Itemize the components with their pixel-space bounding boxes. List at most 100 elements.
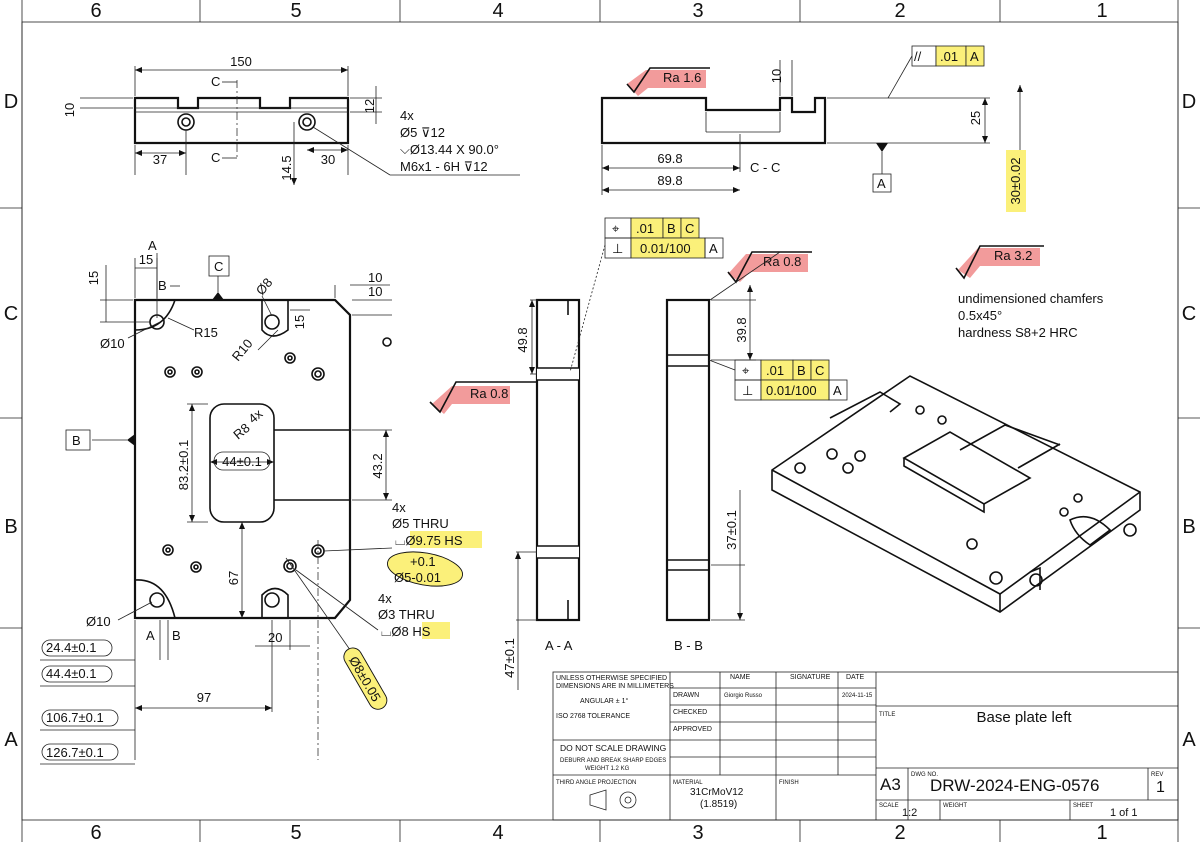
hole-note: ⌴Ø9.75 HS xyxy=(395,533,463,548)
section-b-b: 39.8 37±0.1 B - B Ra 0.8 ⌖ .01 B C ⊥ 0.0… xyxy=(665,251,848,653)
zone-col: 2 xyxy=(894,822,905,842)
zone-row: B xyxy=(1182,516,1195,538)
tb-text: ANGULAR ± 1° xyxy=(580,697,628,705)
tb-do-not-scale: DO NOT SCALE DRAWING xyxy=(560,743,666,753)
hole-note: Ø5 THRU xyxy=(392,516,449,531)
dim-label: 15 xyxy=(292,315,307,329)
zone-row: A xyxy=(4,729,18,751)
tb-head: SHEET xyxy=(1073,803,1093,809)
hole-note: ⌴Ø8 HS xyxy=(381,624,431,639)
tb-head: DATE xyxy=(846,674,864,681)
top-view: 150 10 12 37 30 14.5 C C 4x Ø5 ⊽12 ⌵Ø13.… xyxy=(62,54,520,185)
dim-label: 69.8 xyxy=(657,151,682,166)
tb-row: CHECKED xyxy=(673,709,707,716)
dim-label: 44±0.1 xyxy=(222,454,262,469)
zone-labels: 6 5 4 3 2 1 6 5 4 3 2 1 D C B A D C B A xyxy=(4,0,1197,842)
zone-col: 3 xyxy=(692,822,703,842)
zone-col: 4 xyxy=(492,822,503,842)
dim-label: Ø10 xyxy=(100,336,125,351)
section-a-a: 49.8 47±0.1 A - A Ra 0.8 ⌖ .01 B C ⊥ 0.0… xyxy=(429,217,724,690)
dim-label: 37 xyxy=(153,152,167,167)
tb-row: DRAWN xyxy=(673,692,699,699)
zone-row: D xyxy=(1182,91,1196,113)
hole-callout: ⌵Ø13.44 X 90.0° xyxy=(400,142,499,157)
section-mark: C xyxy=(211,150,220,165)
fcf-datum: B xyxy=(797,363,806,378)
zone-row: C xyxy=(1182,303,1196,325)
zone-col: 1 xyxy=(1096,0,1107,22)
fcf-datum: B xyxy=(667,221,676,236)
ordinate-dim: 126.7±0.1 xyxy=(46,745,104,760)
slot-note: 4x xyxy=(245,406,266,427)
tb-text: WEIGHT 1.2 KG xyxy=(585,766,630,772)
tb-rev: 1 xyxy=(1156,779,1165,796)
dim-label: 25 xyxy=(968,111,983,125)
fcf-tolerance: 0.01/100 xyxy=(640,241,691,256)
zone-col: 1 xyxy=(1096,822,1107,842)
dim-label: 47±0.1 xyxy=(502,638,517,678)
dim-label: 15 xyxy=(139,252,153,267)
fcf-datum: A xyxy=(833,383,842,398)
roughness-mark: Ra 1.6 xyxy=(663,70,701,85)
section-mark: A xyxy=(146,628,155,643)
tb-text: ISO 2768 TOLERANCE xyxy=(556,713,630,720)
fcf-tolerance: 0.01/100 xyxy=(766,383,817,398)
dim-label: Ø10 xyxy=(86,614,111,629)
dim-label: 37±0.1 xyxy=(724,510,739,550)
tb-size: A3 xyxy=(880,775,901,794)
tb-dwg-no: DRW-2024-ENG-0576 xyxy=(930,776,1099,795)
fcf-symbol: ⌖ xyxy=(742,363,750,378)
tb-head: TITLE xyxy=(879,712,895,718)
tb-head: REV xyxy=(1151,772,1163,778)
front-view: C B 15 15 10 10 15 Ø10 R15 R10 Ø8 4x xyxy=(40,238,482,765)
roughness-mark: Ra 0.8 xyxy=(470,386,508,401)
tb-material: 31CrMoV12 xyxy=(690,787,744,798)
section-label: A - A xyxy=(545,638,573,653)
dim-label: 10 xyxy=(62,103,77,117)
section-c-c: Ra 1.6 10 25 30±0.02 69.8 89.8 C - C A /… xyxy=(600,45,1026,212)
fcf-symbol: ⊥ xyxy=(742,383,753,398)
section-label: C - C xyxy=(750,160,780,175)
fcf-symbol: // xyxy=(914,49,922,64)
dim-label: 49.8 xyxy=(515,327,530,352)
section-mark: A xyxy=(148,238,157,253)
zone-row: A xyxy=(1182,729,1196,751)
hole-callout: M6x1 - 6H ⊽12 xyxy=(400,159,488,174)
title-block: UNLESS OTHERWISE SPECIFIED DIMENSIONS AR… xyxy=(552,671,1179,821)
note-line: hardness S8+2 HRC xyxy=(958,325,1078,340)
section-mark: B xyxy=(172,628,181,643)
tb-sheet: 1 of 1 xyxy=(1110,807,1138,819)
dim-label: 15 xyxy=(86,271,101,285)
tb-head: WEIGHT xyxy=(943,803,967,809)
tb-text: DEBURR AND BREAK SHARP EDGES xyxy=(560,758,666,764)
zone-col: 6 xyxy=(90,0,101,22)
zone-col: 5 xyxy=(290,0,301,22)
tb-drawn-date: 2024-11-15 xyxy=(842,693,873,699)
dim-label: 10 xyxy=(368,284,382,299)
datum-label: A xyxy=(877,176,886,191)
dim-label: 39.8 xyxy=(734,317,749,342)
general-notes: Ra 3.2 undimensioned chamfers 0.5x45° ha… xyxy=(955,245,1104,340)
dim-label: 97 xyxy=(197,690,211,705)
hole-callout: Ø5 ⊽12 xyxy=(400,125,445,140)
tolerance-oval: Ø5-0.01 xyxy=(394,570,441,585)
fcf-datum: C xyxy=(815,363,824,378)
hole-note: 4x xyxy=(378,591,392,606)
dim-label: Ø8 xyxy=(253,275,276,298)
note-line: 0.5x45° xyxy=(958,308,1002,323)
dim-label: 83.2±0.1 xyxy=(176,440,191,491)
dim-label: 12 xyxy=(362,99,377,113)
dim-label: 67 xyxy=(226,571,241,585)
dim-label: 30 xyxy=(321,152,335,167)
fcf-tolerance: .01 xyxy=(940,49,958,64)
tb-text: DIMENSIONS ARE IN MILLIMETERS xyxy=(556,683,674,690)
fcf-datum: A xyxy=(709,241,718,256)
dim-label: 43.2 xyxy=(370,453,385,478)
ordinate-dim: 44.4±0.1 xyxy=(46,666,97,681)
tb-head: NAME xyxy=(730,674,751,681)
tolerance-oval: +0.1 xyxy=(410,554,436,569)
tb-row: APPROVED xyxy=(673,726,712,733)
hole-callout: 4x xyxy=(400,108,414,123)
zone-col: 3 xyxy=(692,0,703,22)
hole-note: 4x xyxy=(392,500,406,515)
